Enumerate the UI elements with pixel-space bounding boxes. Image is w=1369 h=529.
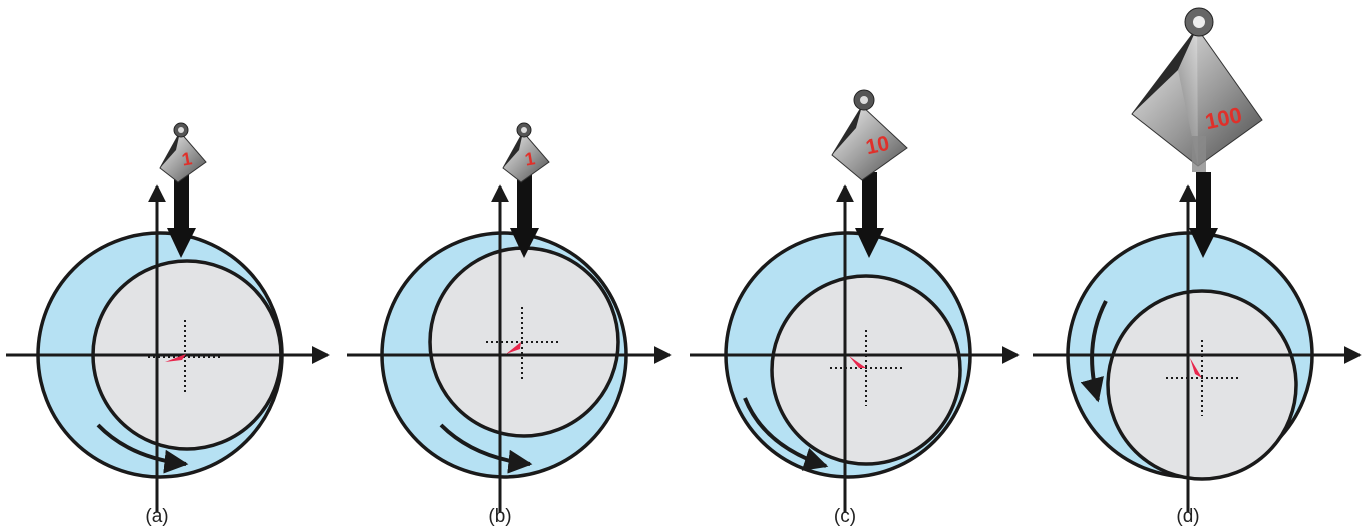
- load-arrow-shaft-a: [174, 172, 189, 230]
- panel-b: 1 (b): [347, 122, 672, 527]
- rotation-arrow-c: [743, 397, 829, 471]
- caption-b: (b): [488, 506, 511, 527]
- load-arrow-head-c: [855, 228, 884, 258]
- weight-label-b: 1: [523, 148, 536, 169]
- panel-c: 10 (c): [690, 89, 1020, 527]
- load-arrow-shaft-b: [517, 172, 532, 230]
- eccentricity-arrow-c: [849, 356, 866, 368]
- load-arrow-head-d: [1189, 228, 1218, 258]
- caption-d: (d): [1176, 506, 1199, 527]
- weight-c: [831, 89, 908, 181]
- caption-a: (a): [145, 506, 168, 527]
- load-arrow-head-b: [510, 228, 539, 258]
- weight-b: [502, 122, 550, 183]
- panel-a: 1 (a): [6, 122, 330, 527]
- weight-label-a: 1: [180, 148, 193, 169]
- panel-d: 100 (d): [1033, 7, 1362, 527]
- load-arrow-head-a: [167, 228, 196, 258]
- weight-a: [159, 122, 207, 183]
- eccentricity-arrow-b: [506, 342, 521, 354]
- caption-c: (c): [834, 506, 856, 527]
- rotation-arrow-b: [439, 423, 533, 474]
- load-arrow-shaft-c: [862, 172, 877, 230]
- load-arrow-shaft-d: [1196, 172, 1211, 230]
- eccentricity-arrow-d: [1190, 358, 1202, 378]
- eccentricity-arrow-a: [165, 354, 186, 362]
- weight-label-c: 10: [864, 132, 892, 159]
- rotation-arrow-d: [1080, 300, 1108, 403]
- weight-d: [1131, 7, 1263, 172]
- rotation-arrow-a: [96, 423, 189, 474]
- journal-b: [428, 246, 620, 438]
